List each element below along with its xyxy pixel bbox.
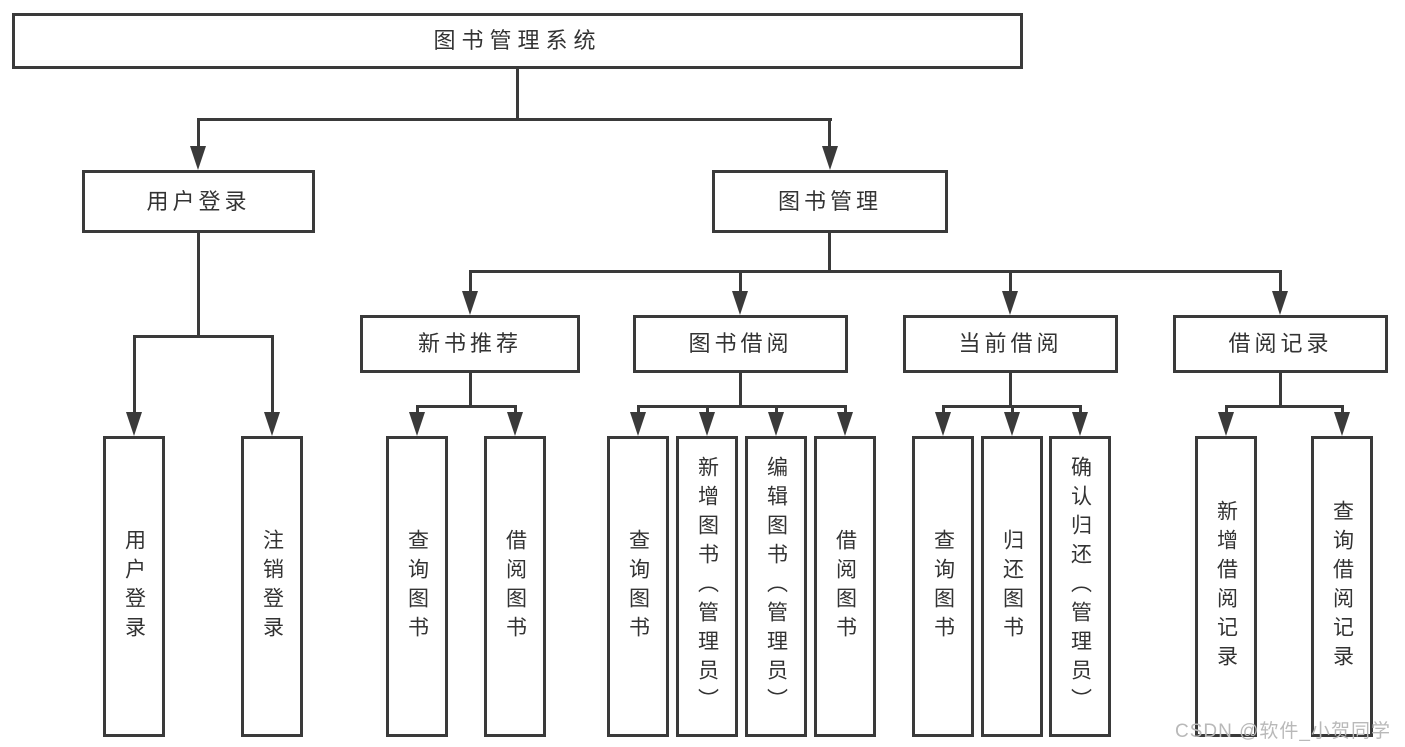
leaf-add-book-admin: 新增图书（管理员） [676,436,738,737]
connector-drop-query3 [942,405,945,415]
arrowhead-book-mgmt [822,146,838,170]
arrowhead-current-borrow [1002,291,1018,315]
connector-drop-edit-book [775,405,778,415]
connector-drop-book-mgmt [828,118,831,148]
leaf-query-books-borrow: 查询图书 [607,436,669,737]
leaf-borrow-books-recommend: 借阅图书 [484,436,546,737]
connector-bookborrow-stem [739,373,742,407]
leaf-add-borrow-record: 新增借阅记录 [1195,436,1257,737]
arrowhead-borrow2 [837,412,853,436]
connector-drop-user-login [197,118,200,148]
arrowhead-new-book [462,291,478,315]
leaf-query-books-recommend: 查询图书 [386,436,448,737]
connector-records-stem [1279,373,1282,407]
leaf-edit-book-admin: 编辑图书（管理员） [745,436,807,737]
arrowhead-borrow-records [1272,291,1288,315]
arrowhead-user-login [190,146,206,170]
node-user-login-branch: 用户登录 [82,170,315,233]
connector-drop-return-book [1011,405,1014,415]
node-borrow-records: 借阅记录 [1173,315,1388,373]
leaf-confirm-return-admin: 确认归还（管理员） [1049,436,1111,737]
node-current-borrow: 当前借阅 [903,315,1118,373]
node-new-book-recommend: 新书推荐 [360,315,580,373]
connector-drop-add-book [706,405,709,415]
connector-drop-confirm-return [1079,405,1082,415]
leaf-user-login: 用户登录 [103,436,165,737]
connector-drop-borrow2 [844,405,847,415]
arrowhead-add-book [699,412,715,436]
arrowhead-confirm-return [1072,412,1088,436]
connector-drop-leaf-logout [271,335,274,413]
arrowhead-add-record [1218,412,1234,436]
arrowhead-return-book [1004,412,1020,436]
connector-records-split [1225,405,1343,408]
arrowhead-query1 [409,412,425,436]
connector-drop-add-record [1225,405,1228,415]
arrowhead-edit-book [768,412,784,436]
leaf-borrow-books: 借阅图书 [814,436,876,737]
leaf-query-books-current: 查询图书 [912,436,974,737]
connector-bookmgmt-stem [828,233,831,272]
leaf-return-book: 归还图书 [981,436,1043,737]
connector-userlogin-stem [197,233,200,337]
connector-drop-current-borrow [1009,270,1012,292]
connector-bookmgmt-split [469,270,1282,273]
arrowhead-query-record [1334,412,1350,436]
connector-root-split [197,118,832,121]
connector-newbook-split [416,405,516,408]
connector-drop-borrow-records [1279,270,1282,292]
arrowhead-book-borrow [732,291,748,315]
connector-currentborrow-stem [1009,373,1012,407]
arrowhead-borrow1 [507,412,523,436]
connector-drop-book-borrow [739,270,742,292]
arrowhead-query2 [630,412,646,436]
arrowhead-leaf-user-login [126,412,142,436]
csdn-watermark: CSDN @软件_小贺同学 [1175,721,1391,742]
connector-userlogin-split [133,335,274,338]
connector-drop-leaf-user-login [133,335,136,413]
connector-drop-query-record [1341,405,1344,415]
node-book-management-branch: 图书管理 [712,170,948,233]
leaf-logout: 注销登录 [241,436,303,737]
connector-drop-query1 [416,405,419,415]
connector-drop-new-book [469,270,472,292]
node-root-system: 图书管理系统 [12,13,1023,69]
connector-drop-query2 [637,405,640,415]
connector-drop-borrow1 [514,405,517,415]
connector-bookborrow-split [637,405,846,408]
connector-root-stem [516,68,519,120]
node-book-borrow: 图书借阅 [633,315,848,373]
leaf-query-borrow-record: 查询借阅记录 [1311,436,1373,737]
arrowhead-query3 [935,412,951,436]
arrowhead-leaf-logout [264,412,280,436]
connector-newbook-stem [469,373,472,407]
